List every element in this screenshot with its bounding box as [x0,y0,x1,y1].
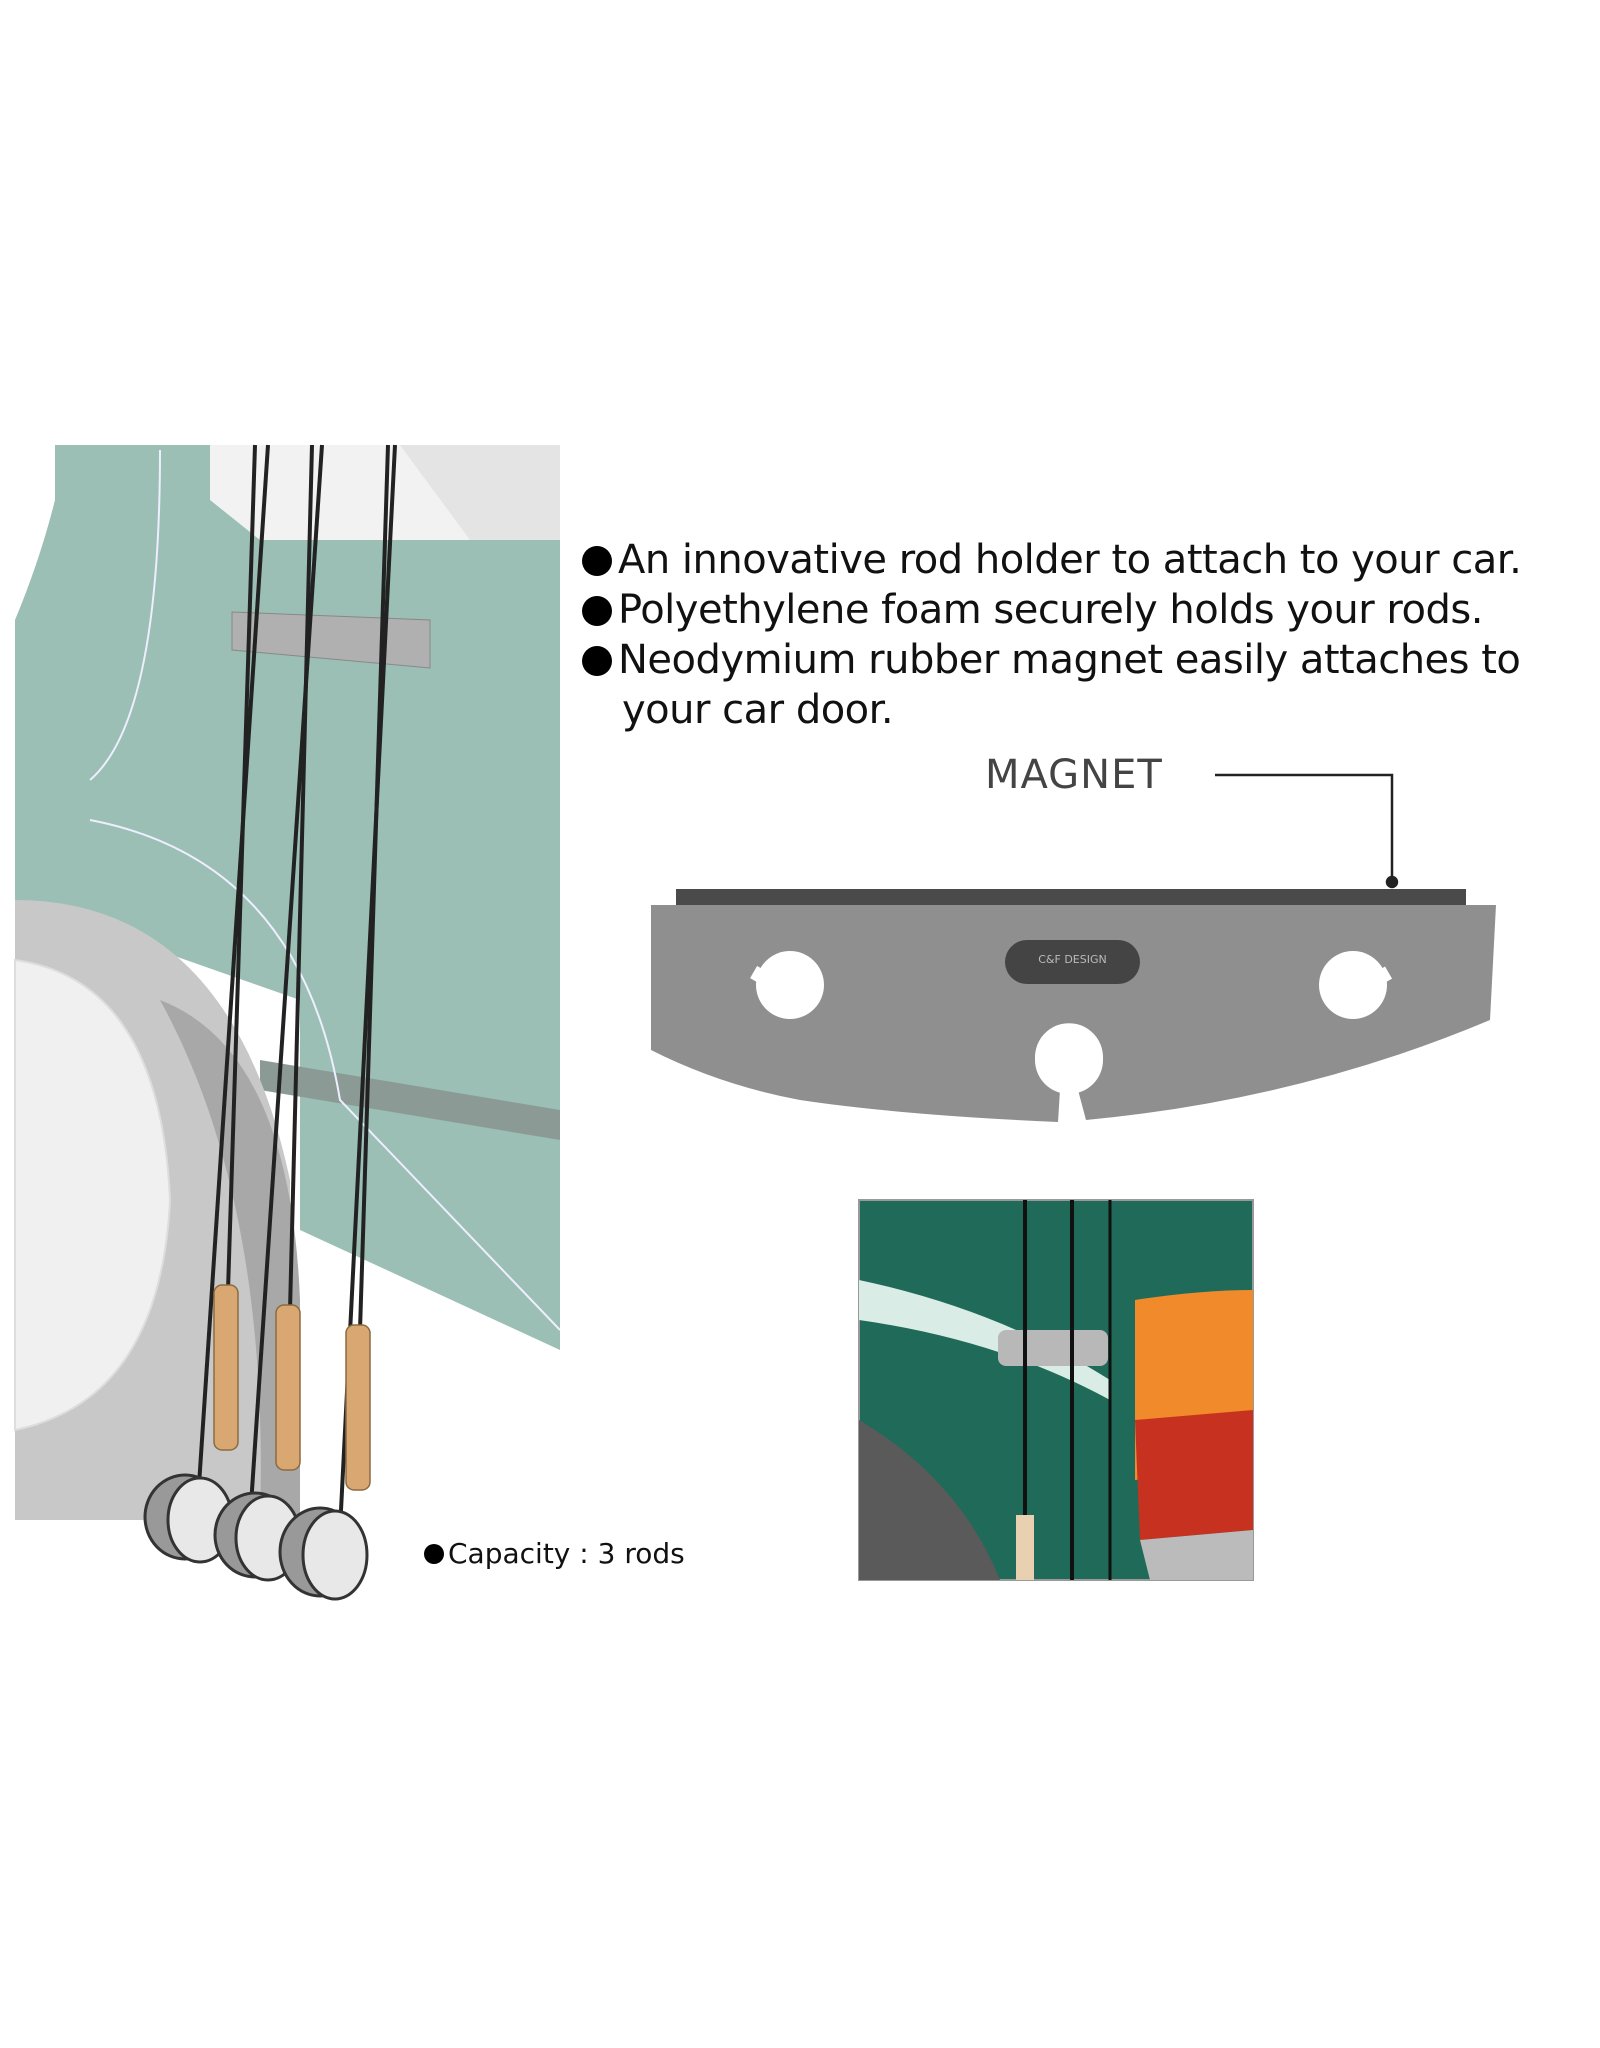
bullet-icon [424,1544,444,1564]
feature-item: Polyethylene foam securely holds your ro… [582,585,1521,635]
feature-item: Neodymium rubber magnet easily attaches … [582,635,1521,685]
product-photo [858,1199,1254,1581]
feature-item: An innovative rod holder to attach to yo… [582,535,1522,585]
reels [143,1473,369,1601]
fishing-rods [196,444,397,1531]
capacity-note: Capacity : 3 rods [424,1537,685,1570]
car-body [15,445,561,1350]
feature-text: An innovative rod holder to attach to yo… [618,537,1522,583]
magnet-strip [676,889,1466,905]
feature-text: Neodymium rubber magnet easily attaches … [618,637,1521,683]
brand-badge-text: C&F DESIGN [1038,953,1107,966]
brand-badge [1005,940,1140,984]
bullet-icon [582,546,612,576]
feature-text: Polyethylene foam securely holds your ro… [618,587,1483,633]
feature-item-continued: your car door. [582,685,1521,735]
rod-handles [213,1284,371,1491]
magnet-callout-line [1215,773,1399,889]
feature-text: your car door. [622,687,894,733]
rod-holder [651,889,1496,1130]
bullet-icon [582,646,612,676]
capacity-text: Capacity : 3 rods [448,1537,685,1570]
magnet-label: MAGNET [985,752,1163,798]
feature-list: An innovative rod holder to attach to yo… [582,535,1522,735]
bullet-icon [582,596,612,626]
